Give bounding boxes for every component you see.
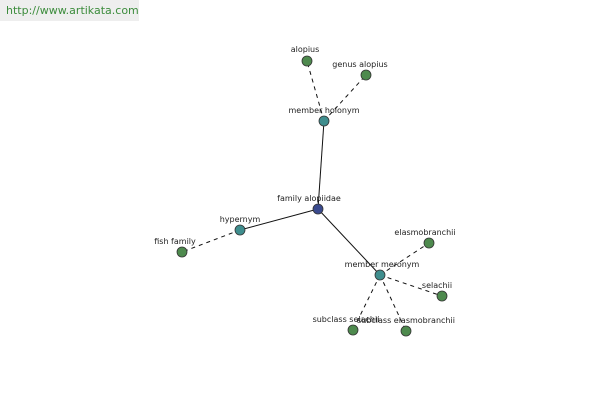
edge-meronym-elasmobranchii: [379, 242, 430, 276]
watermark-text: http://www.artikata.com: [6, 4, 139, 17]
node-label-holonym: member holonym: [288, 106, 359, 115]
node-subclass-elasmobranchii[interactable]: [400, 325, 412, 337]
watermark-url: http://www.artikata.com: [0, 0, 139, 21]
edge-holonym-genus-alopius: [323, 74, 367, 122]
node-elasmobranchii[interactable]: [423, 237, 435, 249]
node-fish-family[interactable]: [176, 246, 188, 258]
node-subclass-selachii[interactable]: [347, 324, 359, 336]
node-meronym[interactable]: [374, 269, 386, 281]
edge-center-hypernym: [239, 208, 319, 231]
node-label-subclass-elasmobranchii: subclass elasmobranchii: [357, 316, 455, 325]
node-label-elasmobranchii: elasmobranchii: [394, 228, 455, 237]
edge-center-holonym: [317, 120, 325, 210]
node-holonym[interactable]: [318, 115, 330, 127]
node-center[interactable]: [312, 203, 324, 215]
node-label-meronym: member meronym: [345, 260, 420, 269]
edge-meronym-selachii: [379, 274, 443, 297]
edges-layer: [181, 60, 443, 332]
node-label-fish-family: fish family: [154, 237, 196, 246]
edge-center-meronym: [317, 208, 381, 276]
node-label-subclass-selachii: subclass selachii: [313, 315, 380, 324]
node-label-center: family alopiidae: [277, 194, 341, 203]
node-genus-alopius[interactable]: [360, 69, 372, 81]
edge-meronym-subclass-selachii: [352, 274, 381, 331]
node-label-genus-alopius: genus alopius: [332, 60, 387, 69]
node-label-hypernym: hypernym: [220, 215, 261, 224]
node-label-selachii: selachii: [422, 281, 452, 290]
node-hypernym[interactable]: [234, 224, 246, 236]
node-label-alopius: alopius: [291, 45, 320, 54]
edge-hypernym-fish-family: [181, 229, 241, 253]
node-selachii[interactable]: [436, 290, 448, 302]
labels-layer: family alopiidae member holonym hypernym me…: [154, 45, 455, 325]
node-alopius[interactable]: [301, 55, 313, 67]
edge-holonym-alopius: [306, 60, 325, 122]
edge-meronym-subclass-elasmobranchii: [379, 274, 407, 332]
nodes-layer: [176, 55, 448, 337]
